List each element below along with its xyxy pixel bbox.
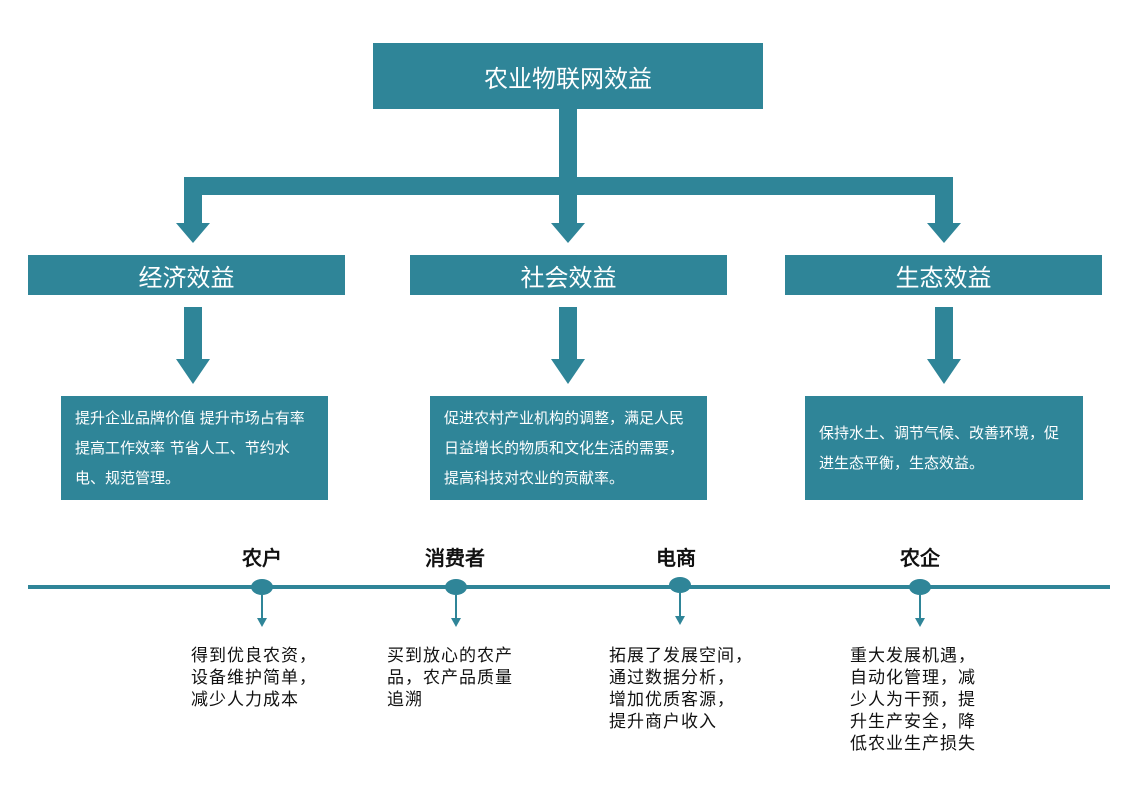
benefit-ecommerce: 拓展了发展空间， 通过数据分析， 增加优质客源， 提升商户收入 — [609, 646, 753, 732]
benefit-farmer: 得到优良农资， 设备维护简单， 减少人力成本 — [191, 646, 317, 710]
root-node: 农业物联网效益 — [373, 43, 763, 109]
arrow-economic-desc — [176, 307, 210, 384]
description-ecological: 保持水土、调节气候、改善环境，促进生态平衡，生态效益。 — [805, 396, 1083, 500]
category-ecological: 生态效益 — [785, 255, 1102, 295]
benefit-consumer: 买到放心的农产 品，农产品质量 追溯 — [387, 646, 513, 710]
benefit-agri-enterprise: 重大发展机遇， 自动化管理，减 少人为干预，提 升生产安全，降 低农业生产损失 — [850, 646, 976, 754]
stakeholder-agri-enterprise: 农企 — [900, 546, 940, 570]
arrow-to-ecological — [927, 177, 961, 243]
arrow-to-social — [551, 177, 585, 243]
description-text: 促进农村产业机构的调整，满足人民日益增长的物质和文化生活的需要，提高科技对农业的… — [444, 409, 685, 487]
timeline-node-farmer — [251, 579, 273, 627]
category-title: 社会效益 — [520, 263, 617, 292]
category-economic: 经济效益 — [28, 255, 345, 295]
timeline-node-ecommerce — [669, 577, 691, 625]
root-connector — [559, 109, 577, 179]
category-social: 社会效益 — [410, 255, 727, 295]
arrow-ecological-desc — [927, 307, 961, 384]
timeline-node-consumer — [445, 579, 467, 627]
stakeholder-consumer: 消费者 — [425, 546, 485, 570]
description-text: 提升企业品牌价值 提升市场占有率 提高工作效率 节省人工、节约水电、规范管理。 — [75, 409, 305, 487]
arrow-to-economic — [176, 177, 210, 243]
stakeholder-farmer: 农户 — [242, 546, 282, 570]
description-text: 保持水土、调节气候、改善环境，促进生态平衡，生态效益。 — [819, 424, 1060, 472]
category-title: 经济效益 — [138, 263, 235, 292]
timeline-line — [28, 585, 1110, 589]
stakeholder-ecommerce: 电商 — [656, 546, 696, 570]
description-social: 促进农村产业机构的调整，满足人民日益增长的物质和文化生活的需要，提高科技对农业的… — [430, 396, 707, 500]
arrow-social-desc — [551, 307, 585, 384]
category-title: 生态效益 — [895, 263, 992, 292]
root-title: 农业物联网效益 — [484, 64, 652, 93]
description-economic: 提升企业品牌价值 提升市场占有率 提高工作效率 节省人工、节约水电、规范管理。 — [61, 396, 328, 500]
timeline-node-agri-enterprise — [909, 579, 931, 627]
